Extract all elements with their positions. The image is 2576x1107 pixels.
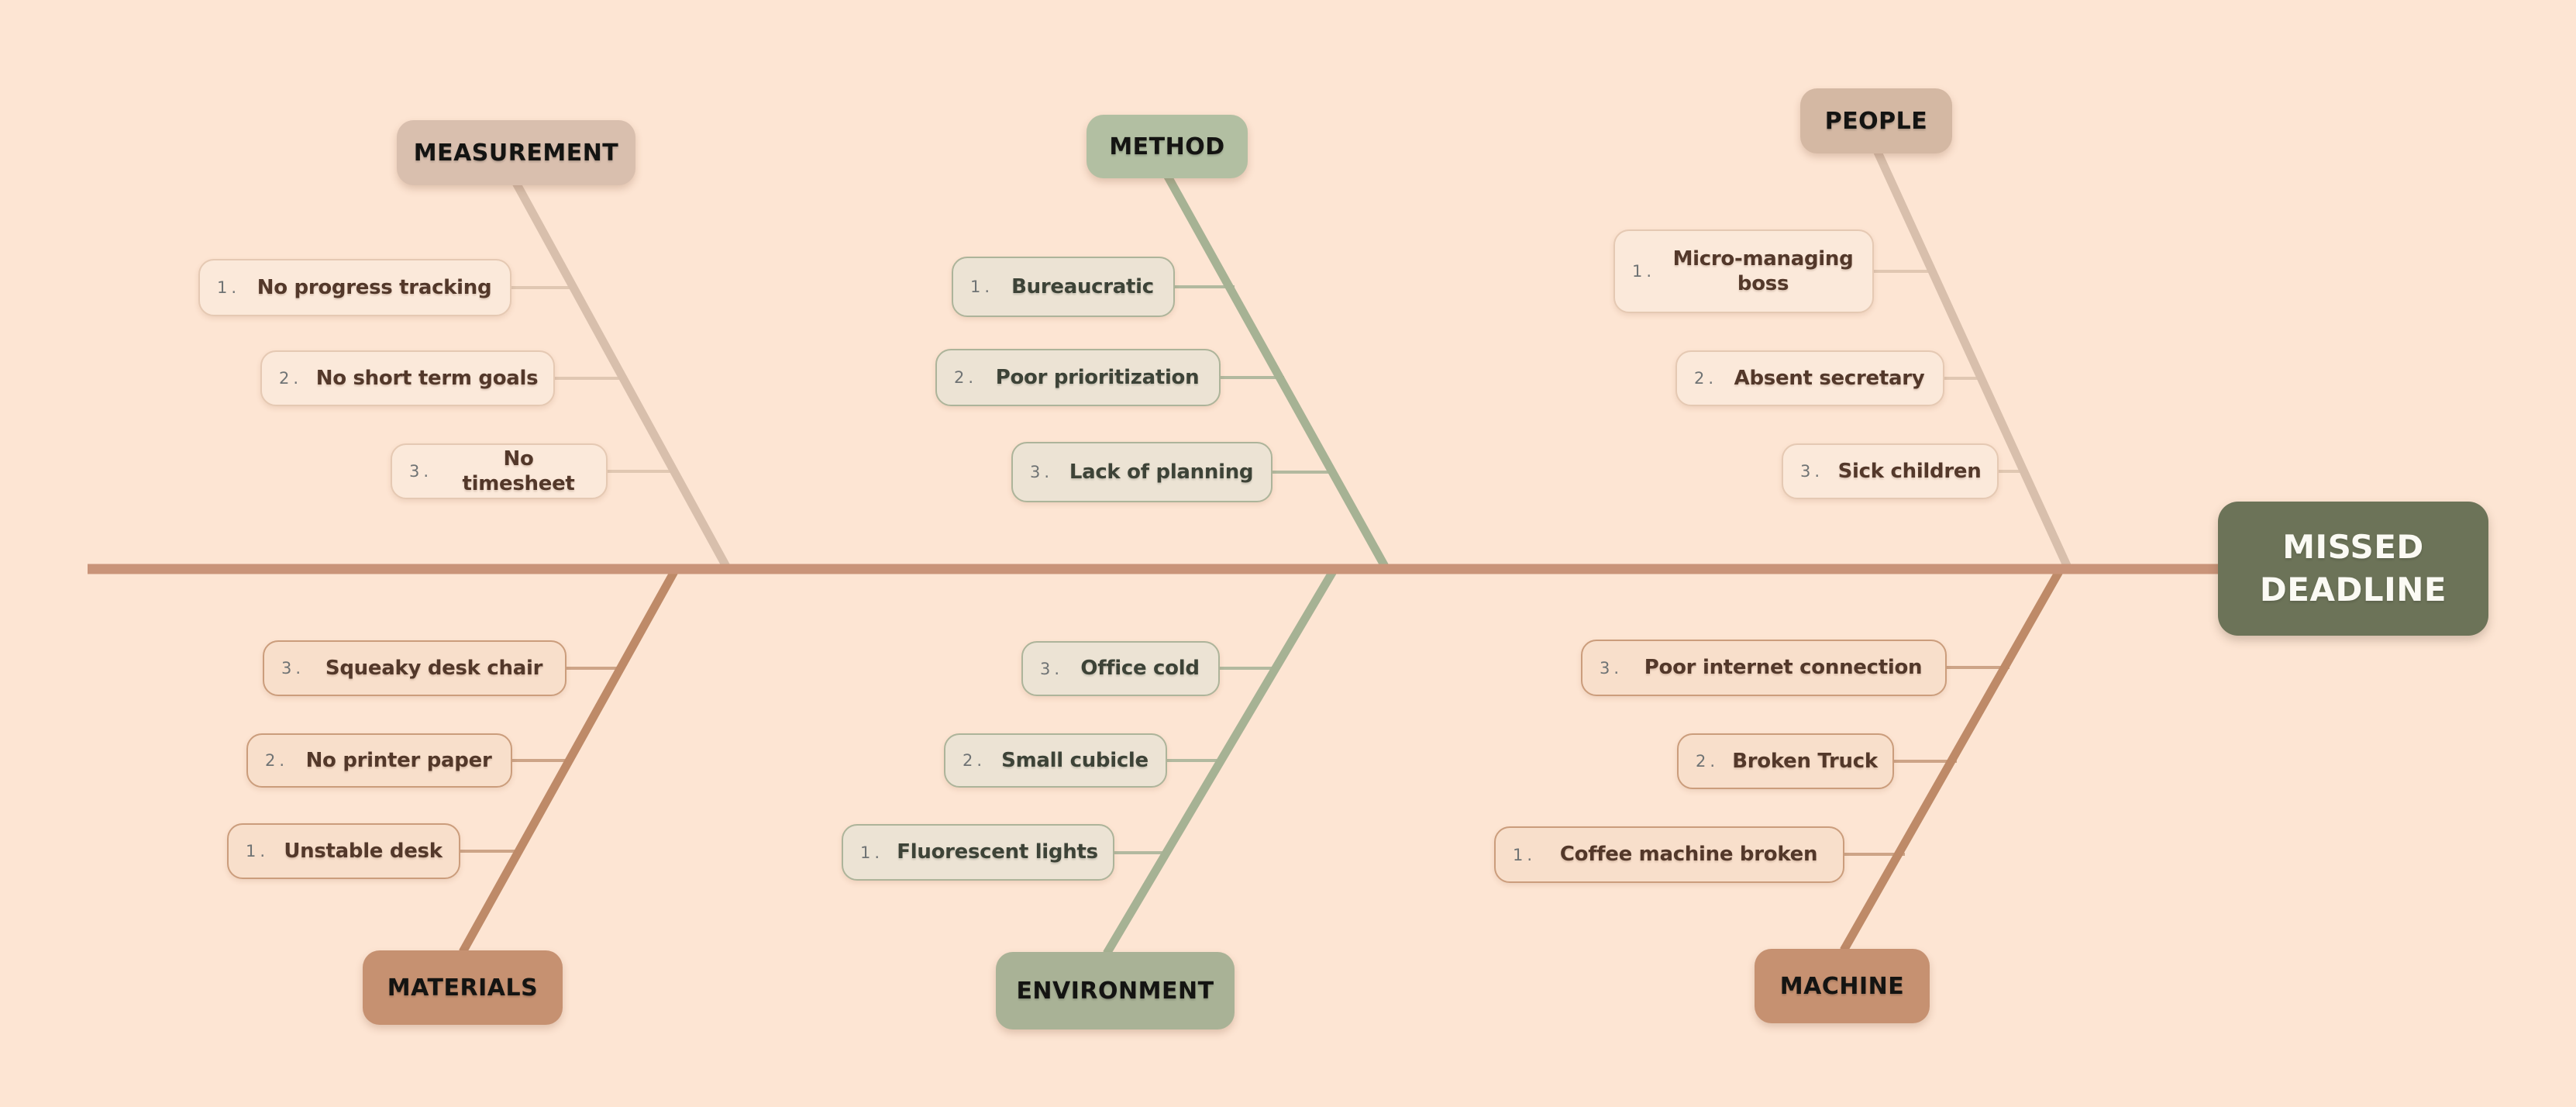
cause-environment-3-number: 3. bbox=[1040, 659, 1064, 678]
category-machine[interactable]: MACHINE bbox=[1755, 949, 1930, 1023]
cause-environment-3[interactable]: 3. Office cold bbox=[1021, 641, 1220, 696]
cause-materials-1[interactable]: 1. Unstable desk bbox=[227, 823, 460, 879]
cause-measurement-2-label: No short term goals bbox=[315, 366, 539, 390]
category-environment[interactable]: ENVIRONMENT bbox=[996, 952, 1235, 1029]
cause-people-2-label: Absent secretary bbox=[1734, 366, 1925, 390]
cause-method-3-number: 3. bbox=[1030, 463, 1054, 481]
cause-machine-2-label: Broken Truck bbox=[1732, 749, 1878, 773]
category-measurement[interactable]: MEASUREMENT bbox=[397, 120, 635, 185]
cause-people-2[interactable]: 2. Absent secretary bbox=[1675, 350, 1944, 406]
cause-materials-2-number: 2. bbox=[265, 751, 289, 770]
cause-materials-3-number: 3. bbox=[281, 659, 305, 678]
category-machine-label: MACHINE bbox=[1779, 972, 1905, 1000]
cause-materials-2[interactable]: 2. No printer paper bbox=[246, 733, 512, 788]
cause-method-2-number: 2. bbox=[954, 368, 978, 387]
cause-materials-1-number: 1. bbox=[246, 842, 270, 860]
cause-machine-3-number: 3. bbox=[1600, 658, 1624, 678]
cause-environment-3-label: Office cold bbox=[1080, 657, 1200, 681]
cause-materials-1-label: Unstable desk bbox=[284, 839, 443, 863]
cause-machine-2-number: 2. bbox=[1696, 752, 1720, 771]
branch-method-line bbox=[1163, 173, 1391, 573]
cause-machine-2[interactable]: 2. Broken Truck bbox=[1677, 733, 1894, 789]
cause-measurement-2-number: 2. bbox=[279, 369, 303, 388]
cause-people-1-number: 1. bbox=[1632, 262, 1656, 281]
cause-measurement-1[interactable]: 1. No progress tracking bbox=[198, 259, 511, 316]
cause-machine-3[interactable]: 3. Poor internet connection bbox=[1581, 640, 1947, 696]
category-people[interactable]: PEOPLE bbox=[1800, 88, 1952, 153]
cause-materials-3-label: Squeaky desk chair bbox=[325, 656, 543, 680]
cause-method-2[interactable]: 2. Poor prioritization bbox=[935, 349, 1221, 406]
branch-people-line bbox=[1872, 147, 2074, 573]
cause-machine-1[interactable]: 1. Coffee machine broken bbox=[1494, 826, 1844, 883]
cause-environment-2-number: 2. bbox=[963, 751, 987, 770]
cause-machine-3-label: Poor internet connection bbox=[1644, 656, 1923, 680]
cause-measurement-3[interactable]: 3. No timesheet bbox=[391, 443, 608, 499]
category-method-label: METHOD bbox=[1109, 133, 1225, 160]
cause-environment-1-number: 1. bbox=[860, 843, 884, 862]
cause-materials-2-label: No printer paper bbox=[305, 748, 492, 772]
cause-method-1[interactable]: 1. Bureaucratic bbox=[952, 257, 1175, 317]
cause-method-3[interactable]: 3. Lack of planning bbox=[1011, 442, 1273, 502]
category-environment-label: ENVIRONMENT bbox=[1016, 977, 1214, 1005]
cause-measurement-3-label: No timesheet bbox=[462, 447, 575, 496]
cause-method-1-label: Bureaucratic bbox=[1011, 274, 1154, 298]
category-people-label: PEOPLE bbox=[1824, 107, 1928, 135]
cause-method-2-label: Poor prioritization bbox=[995, 365, 1200, 389]
cause-measurement-2[interactable]: 2. No short term goals bbox=[260, 350, 555, 406]
cause-machine-1-label: Coffee machine broken bbox=[1559, 843, 1818, 867]
cause-environment-1[interactable]: 1. Fluorescent lights bbox=[842, 824, 1114, 881]
category-measurement-label: MEASUREMENT bbox=[413, 139, 619, 167]
cause-measurement-1-label: No progress tracking bbox=[257, 275, 492, 299]
category-method[interactable]: METHOD bbox=[1087, 115, 1248, 178]
cause-people-3-number: 3. bbox=[1800, 462, 1824, 481]
cause-measurement-1-number: 1. bbox=[217, 278, 241, 297]
cause-people-3[interactable]: 3. Sick children bbox=[1782, 443, 1999, 499]
branch-materials-line bbox=[459, 565, 680, 954]
cause-method-1-number: 1. bbox=[970, 278, 994, 296]
cause-environment-1-label: Fluorescent lights bbox=[897, 840, 1098, 864]
category-materials-label: MATERIALS bbox=[387, 974, 539, 1002]
cause-people-2-number: 2. bbox=[1694, 369, 1718, 388]
cause-people-1[interactable]: 1. Micro-managing boss bbox=[1613, 229, 1874, 313]
cause-people-3-label: Sick children bbox=[1837, 459, 1982, 483]
effect-label: MISSED DEADLINE bbox=[2259, 527, 2447, 609]
cause-environment-2[interactable]: 2. Small cubicle bbox=[944, 733, 1167, 788]
effect-box[interactable]: MISSED DEADLINE bbox=[2218, 502, 2488, 636]
cause-method-3-label: Lack of planning bbox=[1069, 460, 1254, 484]
cause-people-1-label: Micro-managing boss bbox=[1672, 247, 1854, 296]
cause-measurement-3-number: 3. bbox=[409, 462, 433, 481]
branch-machine-line bbox=[1840, 565, 2065, 953]
category-materials[interactable]: MATERIALS bbox=[363, 950, 563, 1025]
cause-materials-3[interactable]: 3. Squeaky desk chair bbox=[263, 640, 567, 696]
branch-environment-line bbox=[1103, 565, 1339, 956]
cause-machine-1-number: 1. bbox=[1513, 845, 1537, 864]
branch-measurement-line bbox=[512, 181, 732, 573]
cause-environment-2-label: Small cubicle bbox=[1001, 748, 1149, 772]
